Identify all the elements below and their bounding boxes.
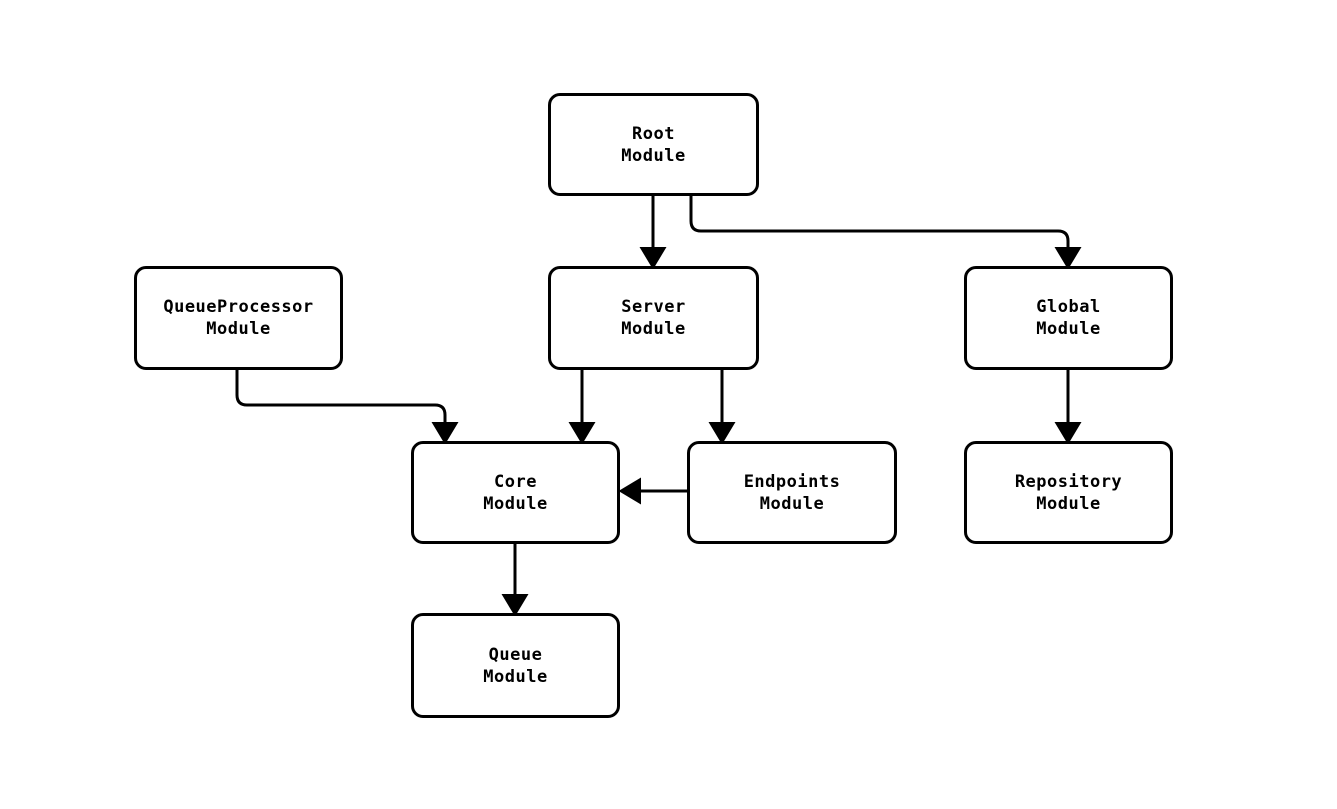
node-title-server: Server — [621, 297, 686, 317]
node-title-queue: Queue — [488, 644, 543, 665]
node-subtitle-root: Module — [621, 145, 686, 166]
node-subtitle-queueprocessor: Module — [206, 319, 271, 339]
node-subtitle-core: Module — [483, 493, 548, 514]
edge-queueprocessor-to-core — [235, 370, 459, 445]
node-title-global: Global — [1036, 297, 1101, 317]
node-subtitle-queue: Module — [483, 666, 548, 687]
node-title-queueprocessor: QueueProcessor — [163, 297, 314, 317]
node-subtitle-server: Module — [621, 319, 686, 339]
node-title-repository: Repository — [1014, 471, 1123, 492]
edge-root-to-global — [689, 196, 1082, 270]
node-subtitle-repository: Module — [1036, 493, 1101, 514]
node-title-endpoints: Endpoints — [743, 471, 841, 492]
node-subtitle-endpoints: Module — [759, 493, 825, 514]
node-title-root: Root — [632, 123, 675, 144]
node-title-core: Core — [494, 471, 537, 492]
node-subtitle-global: Module — [1036, 319, 1101, 339]
